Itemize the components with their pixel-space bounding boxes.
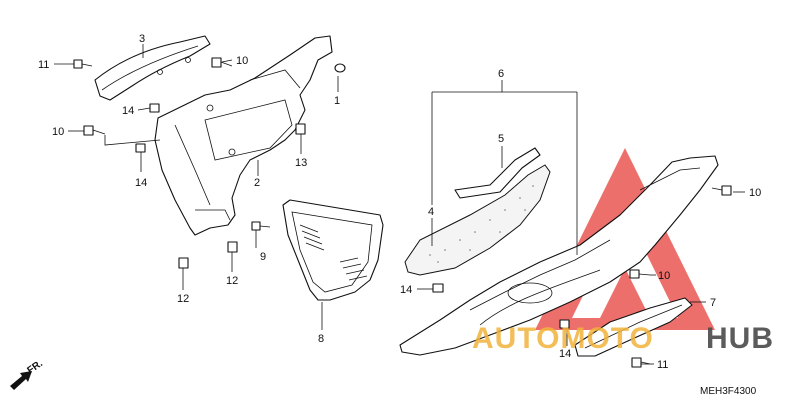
clip-14-right-icon xyxy=(432,283,444,293)
part-5-seal xyxy=(454,147,541,199)
label-10: 10 xyxy=(749,187,761,199)
label-1: 1 xyxy=(334,95,340,107)
label-2: 2 xyxy=(254,177,260,189)
part-8-side-panel xyxy=(282,199,384,301)
label-8: 8 xyxy=(318,333,324,345)
drawing-code: MEH3F4300 xyxy=(700,386,757,397)
bolt-10-upper-icon xyxy=(211,57,233,68)
part-7-main-cover xyxy=(399,155,719,356)
front-direction-arrow-icon xyxy=(10,371,32,390)
bolt-10-right-icon xyxy=(711,185,732,196)
leader-lines xyxy=(54,44,745,365)
grommet-1-icon xyxy=(334,63,346,73)
screw-9-icon xyxy=(251,221,271,231)
clip-14-lower-icon xyxy=(559,319,570,329)
label-10: 10 xyxy=(658,270,670,282)
label-10: 10 xyxy=(236,55,248,67)
label-12: 12 xyxy=(177,293,189,305)
label-11: 11 xyxy=(657,359,668,371)
clip-14-upper-icon xyxy=(149,103,160,113)
label-5: 5 xyxy=(498,133,504,145)
label-12: 12 xyxy=(226,275,238,287)
part-7-lower-trim xyxy=(574,297,693,357)
bolt-11-upper-icon xyxy=(73,59,93,69)
part-4-pad xyxy=(404,164,551,276)
label-14: 14 xyxy=(400,284,412,296)
label-4: 4 xyxy=(428,206,434,218)
bolt-11-lower-icon xyxy=(631,357,651,368)
label-14: 14 xyxy=(122,105,134,117)
label-10: 10 xyxy=(52,126,64,138)
clip-12-left-icon xyxy=(178,257,189,269)
nut-13-icon xyxy=(295,123,306,135)
watermark-text-b: HUB xyxy=(706,322,774,355)
label-3: 3 xyxy=(139,33,145,45)
watermark-text-a: AUTOMOTO xyxy=(472,322,654,355)
label-13: 13 xyxy=(295,157,307,169)
bolt-10-center-icon xyxy=(629,269,651,279)
label-6: 6 xyxy=(498,68,504,80)
label-11: 11 xyxy=(38,59,49,71)
label-14: 14 xyxy=(135,177,147,189)
label-7: 7 xyxy=(710,297,716,309)
bolt-10-left-icon xyxy=(83,125,106,136)
label-14: 14 xyxy=(559,348,571,360)
clip-14-left-icon xyxy=(135,143,146,153)
label-9: 9 xyxy=(260,251,266,263)
part-2-inner-cover xyxy=(154,35,333,236)
clip-12-center-icon xyxy=(227,241,238,253)
part-3-upper-bracket xyxy=(94,35,211,101)
